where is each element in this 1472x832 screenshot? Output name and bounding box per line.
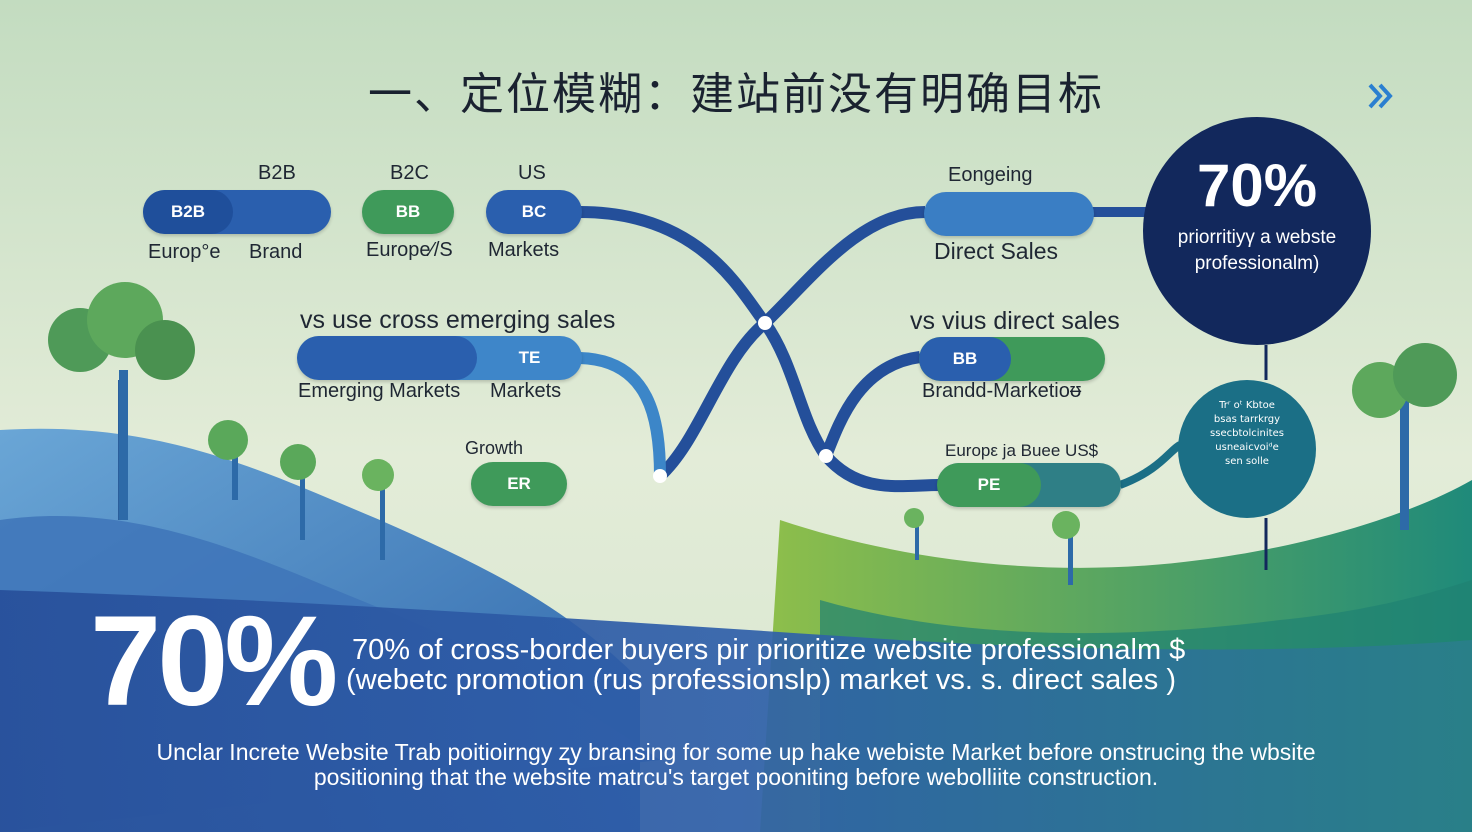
pill-bb: BB xyxy=(362,190,454,234)
info-circle: Trʳ oᵗ Kbtoe bsas tarrkrgy ssecbtolcinit… xyxy=(1178,380,1316,518)
right-row1-sublabel: Direct Sales xyxy=(934,238,1058,264)
pill-te: TE xyxy=(297,336,582,380)
pill-bb-right-label: BB xyxy=(952,349,978,368)
stat-circle-line1: priorritiyγ a webste xyxy=(1177,227,1337,248)
info-circle-line: ssecbtolcinites xyxy=(1210,428,1284,439)
big-stat-line1: 70% of cross-border buyers pir prioritiz… xyxy=(352,634,1186,666)
right-row3-header: Europε ja Buee US$ xyxy=(945,441,1099,460)
info-circle-line: sen solle xyxy=(1225,456,1269,467)
pill-pe-label: PE xyxy=(977,475,1001,494)
info-circle-line: bsas tarrkrgy xyxy=(1213,414,1281,425)
double-chevron-right-icon[interactable] xyxy=(1366,82,1396,110)
sublabel-europe-us: Europe⁄/S xyxy=(366,239,453,261)
info-circle-line: usneaicvoiᵈe xyxy=(1215,442,1279,453)
right-row2-header: vs vius direct sales xyxy=(910,307,1120,335)
big-stat-line2: (webetc promotion (rus professionslp) ma… xyxy=(346,664,1176,696)
pill-bc-label: BC xyxy=(521,202,547,221)
pill-bb-label: BB xyxy=(395,202,421,221)
sublabel-brand: Brand xyxy=(249,241,303,263)
pill-b2b-label: B2B xyxy=(170,202,205,221)
pill-b2b: B2B xyxy=(143,190,331,234)
header-b2c: B2C xyxy=(390,162,429,184)
right-row2-sublabel: Brandd-Marketioᵿ xyxy=(922,380,1082,402)
stat-circle: 70% priorritiyγ a webste professionalm) xyxy=(1143,117,1371,345)
sublabel-markets-2: Markets xyxy=(490,380,562,402)
pill-eongeing xyxy=(924,192,1094,236)
sublabel-markets: Markets xyxy=(488,239,560,261)
page-title: 一、定位模糊：建站前没有明确目标 xyxy=(368,69,1104,120)
info-circle-line: Trʳ oᵗ Kbtoe xyxy=(1219,400,1275,411)
stat-circle-value: 70% xyxy=(1196,152,1318,219)
stat-circle-line2: professionalm) xyxy=(1194,253,1320,274)
pill-pe: PE xyxy=(937,463,1121,507)
pill-er-label: ER xyxy=(507,474,531,493)
header-us: US xyxy=(518,162,546,184)
sublabel-emerging-markets: Emerging Markets xyxy=(298,380,461,402)
footer-line1: Unclar Increte Website Trab poitioirngy … xyxy=(156,739,1316,765)
sublabel-europe: Europ°e xyxy=(148,241,221,263)
right-row1-header: Eongeing xyxy=(948,164,1033,186)
pill-bc: BC xyxy=(486,190,582,234)
footer-line2: positioning that the website matrcu's ta… xyxy=(313,764,1159,790)
pill-er: ER xyxy=(471,462,567,506)
row2-header: vs use cross emerging sales xyxy=(300,306,616,334)
header-b2b: B2B xyxy=(258,162,296,184)
pill-te-label: TE xyxy=(518,348,541,367)
pill-bb-right: BB xyxy=(919,337,1105,381)
row3-header: Growth xyxy=(465,438,524,458)
big-stat-value: 70% xyxy=(90,590,338,733)
